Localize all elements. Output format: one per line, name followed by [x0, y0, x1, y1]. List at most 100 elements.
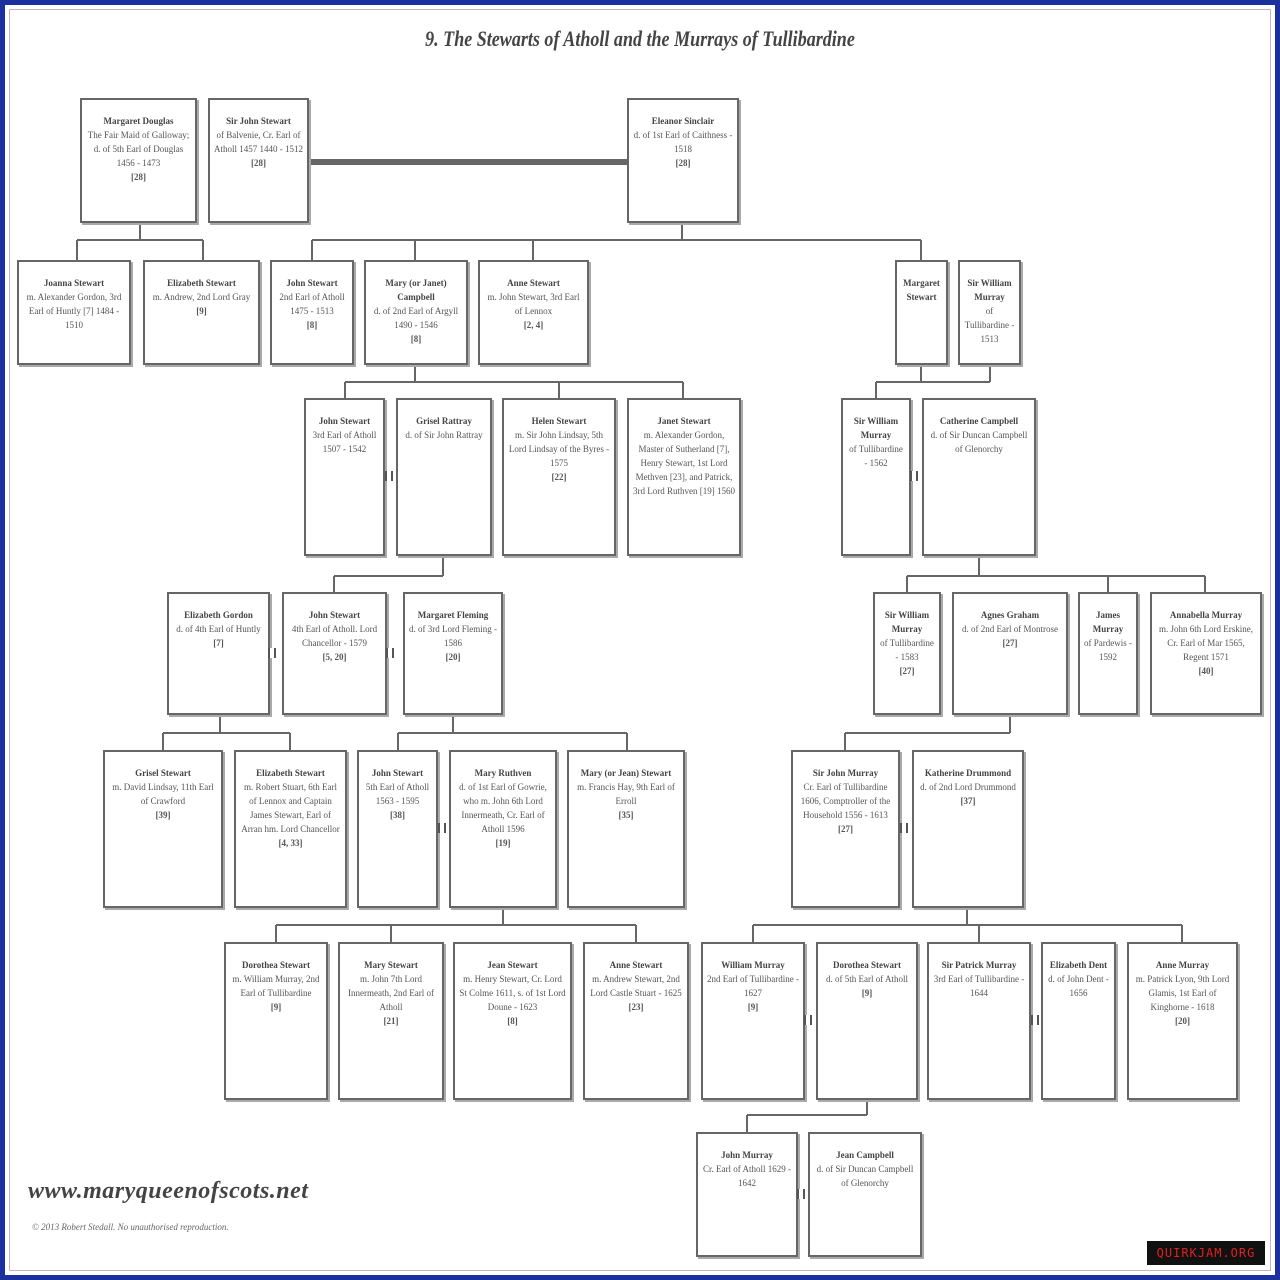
chart-reference: [8]: [306, 320, 318, 330]
person-name: Grisel Stewart: [135, 768, 191, 778]
person-name: Mary Ruthven: [474, 768, 532, 778]
person-name: Mary (or Janet) Campbell: [385, 278, 447, 302]
person-description: d. of John Dent - 1656: [1048, 974, 1109, 998]
chart-reference: [40]: [1198, 666, 1214, 676]
person-name: John Murray: [721, 1150, 773, 1160]
person-name: Agnes Graham: [980, 610, 1040, 620]
watermark-badge: QUIRKJAM.ORG: [1147, 1241, 1265, 1265]
person-box: John Stewart 2nd Earl of Atholl 1475 - 15…: [270, 260, 354, 365]
chart-reference: [38]: [390, 810, 405, 820]
person-description: m. John 7th Lord Innermeath, 2nd Earl of…: [348, 974, 434, 1012]
person-name: Sir William Murray: [967, 278, 1012, 302]
chart-reference: [20]: [1175, 1016, 1190, 1026]
person-description: Cr. Earl of Tullibardine 1606, Comptroll…: [800, 782, 891, 820]
chart-reference: [23]: [628, 1002, 644, 1012]
person-name: Annabella Murray: [1169, 610, 1243, 620]
person-description: m. Andrew Stewart, 2nd Lord Castle Stuar…: [590, 974, 682, 998]
person-name: Anne Stewart: [609, 960, 663, 970]
chart-reference: [9]: [270, 1002, 282, 1012]
person-description: m. Francis Hay, 9th Earl of Erroll: [577, 782, 675, 806]
person-description: 2nd Earl of Atholl 1475 - 1513: [279, 292, 345, 316]
person-name: Elizabeth Stewart: [167, 278, 236, 288]
person-name: Jean Stewart: [487, 960, 538, 970]
site-logo-text[interactable]: www.maryqueenofscots.net: [28, 1178, 309, 1204]
person-name: Dorothea Stewart: [832, 960, 902, 970]
chart-reference: [9]: [196, 306, 207, 316]
person-description: Cr. Earl of Atholl 1629 - 1642: [703, 1164, 791, 1188]
person-description: of Tullibardine - 1583: [880, 638, 934, 662]
person-box: Mary Ruthven d. of 1st Earl of Gowrie, wh…: [449, 750, 557, 908]
marriage-marker: [797, 1189, 805, 1199]
person-description: m. John 6th Lord Erskine, Cr. Earl of Ma…: [1159, 624, 1253, 662]
person-name: Catherine Campbell: [939, 416, 1019, 426]
person-name: John Stewart: [286, 278, 338, 288]
marriage-marker: [804, 1015, 812, 1025]
person-name: Joanna Stewart: [43, 278, 105, 288]
person-name: Sir William Murray: [853, 416, 899, 440]
person-description: m. David Lindsay, 11th Earl of Crawford: [112, 782, 214, 806]
person-box: Anne Murray m. Patrick Lyon, 9th Lord Gla…: [1127, 942, 1238, 1100]
chart-reference: [7]: [213, 638, 224, 648]
person-box: John Stewart 5th Earl of Atholl 1563 - 15…: [357, 750, 438, 908]
person-description: 3rd Earl of Atholl 1507 - 1542: [312, 430, 377, 454]
person-name: Anne Stewart: [507, 278, 560, 288]
person-description: m. Patrick Lyon, 9th Lord Glamis, 1st Ea…: [1135, 974, 1230, 1012]
person-description: d. of Sir Duncan Campbell of Glenorchy: [930, 430, 1028, 454]
person-description: 5th Earl of Atholl 1563 - 1595: [365, 782, 430, 806]
person-box: Margaret Stewart: [895, 260, 948, 365]
chart-reference: [5, 20]: [322, 652, 347, 662]
person-name: Katherine Drummond: [924, 768, 1012, 778]
person-box: Anne Stewart m. Andrew Stewart, 2nd Lord …: [583, 942, 689, 1100]
person-description: m. William Murray, 2nd Earl of Tullibard…: [232, 974, 320, 998]
person-description: d. of 3rd Lord Fleming - 1586: [409, 624, 497, 648]
person-description: d. of 2nd Lord Drummond: [920, 782, 1016, 792]
person-description: 4th Earl of Atholl. Lord Chancellor - 15…: [291, 624, 378, 648]
person-description: m. Andrew, 2nd Lord Gray: [152, 292, 251, 302]
person-description: of Tullibardine - 1513: [964, 306, 1015, 344]
person-description: d. of 1st Earl of Caithness - 1518: [633, 130, 733, 154]
person-name: Dorothea Stewart: [241, 960, 311, 970]
person-description: m. Sir John Lindsay, 5th Lord Lindsay of…: [508, 430, 610, 468]
person-box: Sir William Murray of Tullibardine - 1562: [841, 398, 911, 556]
person-name: Anne Murray: [1155, 960, 1210, 970]
chart-reference: [27]: [838, 824, 853, 834]
copyright-notice: © 2013 Robert Stedall. No unauthorised r…: [32, 1222, 229, 1232]
person-box: Mary (or Jean) Stewart m. Francis Hay, 9t…: [567, 750, 685, 908]
person-name: Sir John Stewart: [226, 116, 291, 126]
person-name: Helen Stewart: [531, 416, 587, 426]
person-name: Mary (or Jean) Stewart: [580, 768, 672, 778]
chart-reference: [4, 33]: [278, 838, 303, 848]
marriage-marker: [268, 648, 276, 658]
chart-reference: [19]: [495, 838, 511, 848]
person-description: d. of 1st Earl of Gowrie, who m. John 6t…: [459, 782, 547, 834]
person-box: Annabella Murray m. John 6th Lord Erskine…: [1150, 592, 1262, 715]
page-title: 9. The Stewarts of Atholl and the Murray…: [425, 26, 855, 51]
person-name: Margaret Douglas: [103, 116, 174, 126]
person-name: Grisel Rattray: [416, 416, 472, 426]
person-name: Elizabeth Dent: [1049, 960, 1108, 970]
person-name: John Stewart: [318, 416, 371, 426]
marriage-marker: [1031, 1015, 1039, 1025]
person-name: John Stewart: [371, 768, 424, 778]
person-description: d. of 2nd Earl of Argyll 1490 - 1546: [373, 306, 459, 330]
person-box: John Stewart 3rd Earl of Atholl 1507 - 15…: [304, 398, 385, 556]
person-box: Helen Stewart m. Sir John Lindsay, 5th Lo…: [502, 398, 616, 556]
chart-reference: [20]: [445, 652, 461, 662]
person-description: of Tullibardine - 1562: [849, 444, 903, 468]
person-box: Grisel Stewart m. David Lindsay, 11th Ear…: [103, 750, 223, 908]
person-description: 2nd Earl of Tullibardine - 1627: [707, 974, 799, 998]
person-name: Sir William Murray: [884, 610, 930, 634]
